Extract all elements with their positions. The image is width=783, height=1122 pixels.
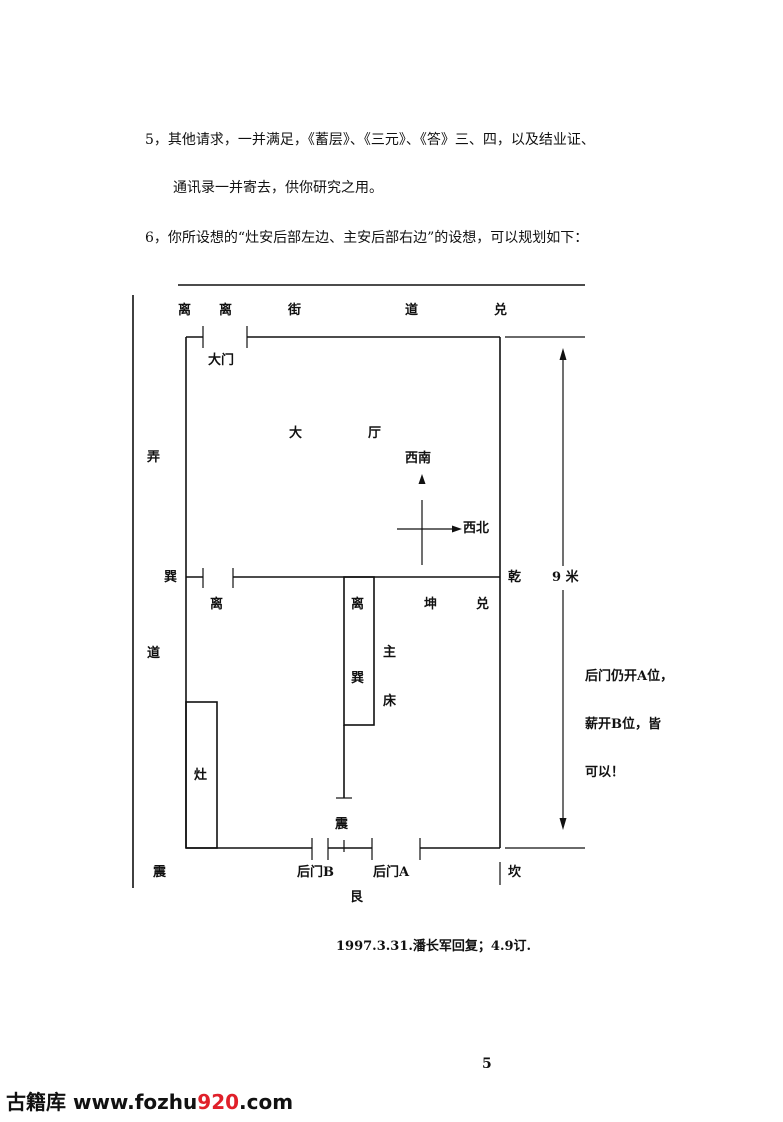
label-dao-left: 道 bbox=[147, 646, 161, 661]
compass-arrow-up bbox=[418, 474, 426, 484]
label-dimension: 9 米 bbox=[550, 570, 581, 586]
label-dui-top: 兑 bbox=[494, 303, 508, 318]
label-kan: 坎 bbox=[508, 865, 522, 880]
label-zhu: 主 bbox=[383, 645, 397, 660]
label-dui-mid: 兑 bbox=[476, 597, 490, 612]
label-li-lower: 离 bbox=[210, 597, 224, 612]
note-line-1: 后门仍开A位， bbox=[585, 669, 674, 684]
label-south-west: 西南 bbox=[405, 451, 432, 466]
compass-arrow-right bbox=[452, 525, 462, 533]
note-line-3: 可以！ bbox=[585, 765, 625, 780]
label-dao: 道 bbox=[405, 303, 419, 318]
label-north-west: 西北 bbox=[463, 521, 490, 536]
paragraph-6-line-1: 6，你所设想的“灶安后部左边、主安后部右边”的设想，可以规划如下： bbox=[145, 230, 589, 246]
paragraph-5-line-2: 通讯录一并寄去，供你研究之用。 bbox=[173, 180, 383, 196]
label-zhen-mid: 震 bbox=[335, 817, 349, 832]
watermark-logo: 古籍库 www.fozhu920.com bbox=[6, 1086, 293, 1115]
watermark-number: 920 bbox=[197, 1090, 240, 1114]
label-xun-left: 巽 bbox=[164, 570, 178, 585]
signature-line: 1997.3.31.潘长军回复；4.9订. bbox=[336, 939, 532, 954]
label-hall-2: 厅 bbox=[368, 426, 382, 441]
label-zao: 灶 bbox=[194, 768, 208, 783]
watermark-prefix: 古籍库 www.fozhu bbox=[6, 1090, 198, 1114]
label-gen: 艮 bbox=[350, 890, 364, 905]
label-li-1: 离 bbox=[178, 303, 192, 318]
label-hall-1: 大 bbox=[289, 426, 303, 441]
page-number: 5 bbox=[482, 1056, 492, 1072]
label-zhen-left: 震 bbox=[153, 865, 167, 880]
dimension-arrow-up bbox=[559, 348, 567, 360]
stove-rect bbox=[185, 701, 218, 849]
watermark-suffix: .com bbox=[239, 1090, 294, 1114]
label-li-2: 离 bbox=[219, 303, 233, 318]
label-kun: 坤 bbox=[424, 597, 438, 612]
label-li-mid: 离 bbox=[351, 597, 365, 612]
label-back-door-b: 后门B bbox=[297, 865, 334, 880]
label-main-door: 大门 bbox=[208, 353, 235, 368]
label-jie: 街 bbox=[288, 303, 302, 318]
label-back-door-a: 后门A bbox=[373, 865, 410, 880]
label-chuang: 床 bbox=[383, 694, 397, 709]
label-xun-mid: 巽 bbox=[351, 671, 365, 686]
dimension-arrow-down bbox=[559, 818, 567, 830]
paragraph-5-line-1: 5，其他请求，一并满足，《蓄层》、《三元》、《答》三、四，以及结业证、 bbox=[145, 132, 595, 148]
bed-rect bbox=[343, 576, 375, 726]
note-line-2: 薪开B位，皆 bbox=[585, 717, 661, 732]
label-nong: 弄 bbox=[147, 450, 161, 465]
label-qian: 乾 bbox=[508, 570, 522, 585]
